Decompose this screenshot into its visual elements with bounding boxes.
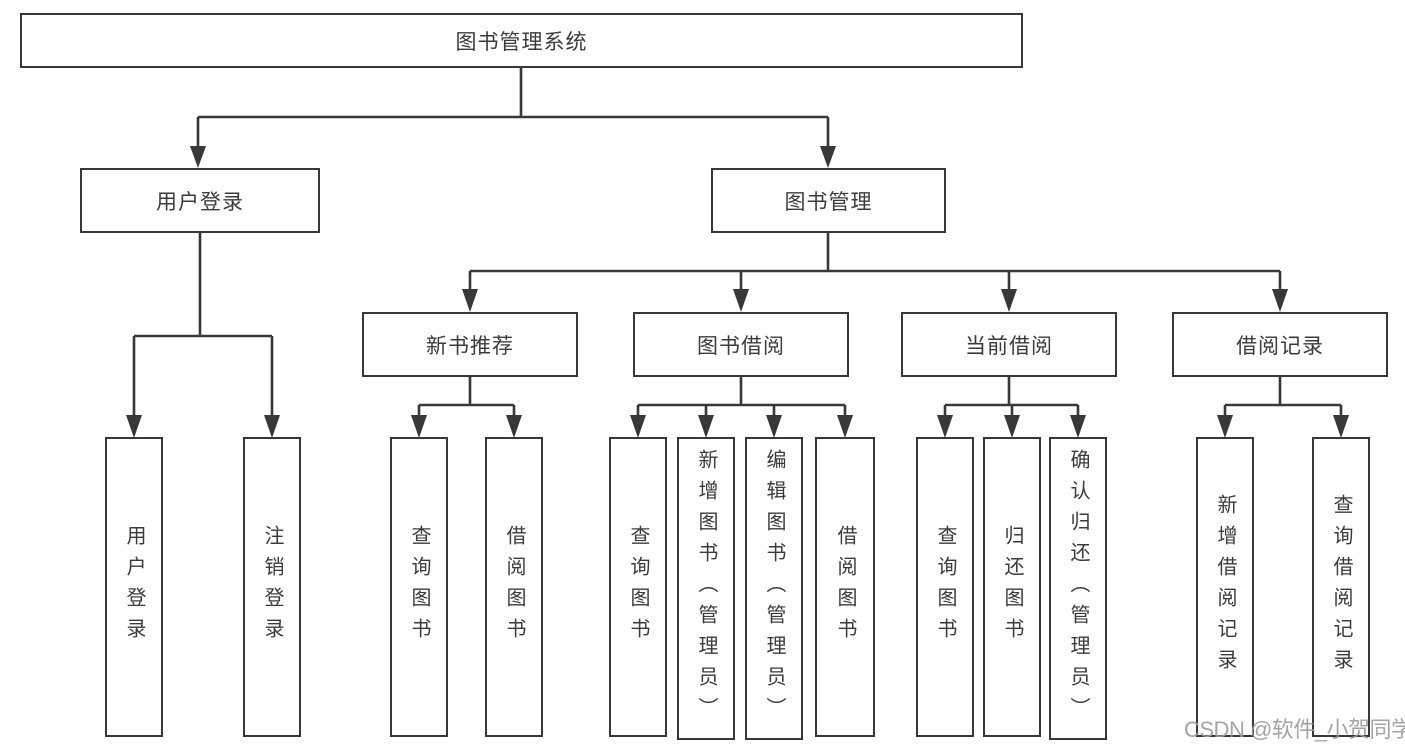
leaf-logout: 注销登录 [243,437,301,737]
leaf-current-confirm-return-admin: 确认归还（管理员） [1049,437,1107,740]
node-root-library-management-system: 图书管理系统 [20,13,1023,68]
leaf-borrowing-query-books: 查询图书 [609,437,667,737]
connector-new-books-children [411,377,522,438]
node-new-book-recommend: 新书推荐 [362,312,578,377]
leaf-newbooks-query-books: 查询图书 [390,437,448,737]
leaf-borrowing-edit-books-admin: 编辑图书（管理员） [745,437,803,740]
connector-book-mgmt-children [462,233,1288,312]
node-borrow-records: 借阅记录 [1172,312,1388,377]
leaf-current-return-books: 归还图书 [983,437,1041,737]
leaf-records-add-borrow-record: 新增借阅记录 [1196,437,1254,737]
connector-borrow-records-children [1217,377,1349,438]
leaf-newbooks-borrow-books: 借阅图书 [485,437,543,737]
connector-root-to-level2 [190,68,836,168]
node-current-borrowing: 当前借阅 [901,312,1117,377]
leaf-current-query-books: 查询图书 [916,437,974,737]
connector-user-login-children [126,233,280,438]
leaf-borrowing-borrow-books: 借阅图书 [815,437,875,737]
node-book-borrowing: 图书借阅 [633,312,849,377]
node-user-login: 用户登录 [80,168,320,233]
node-book-management: 图书管理 [711,168,946,233]
connector-book-borrow-children [630,377,853,438]
leaf-user-login: 用户登录 [105,437,163,737]
csdn-watermark: CSDN @软件_小贺同学 [1184,717,1405,742]
leaf-borrowing-add-books-admin: 新增图书（管理员） [677,437,735,740]
connector-current-borrow-children [937,377,1086,438]
leaf-records-query-borrow-record: 查询借阅记录 [1312,437,1370,737]
